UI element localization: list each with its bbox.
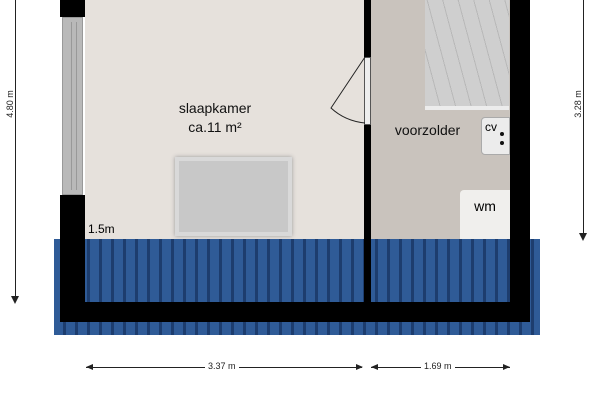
- room-area-slaapkamer: ca.11 m²: [188, 119, 242, 135]
- door: [364, 57, 371, 125]
- arrow-down-icon: [11, 296, 19, 304]
- arrow-left-icon: [371, 364, 378, 370]
- wm-label: wm: [474, 198, 496, 214]
- arrow-left-icon: [86, 364, 93, 370]
- window: [62, 17, 83, 195]
- room-name-slaapkamer: slaapkamer: [178, 100, 252, 116]
- arrow-down-icon: [579, 233, 587, 241]
- room-name-voorzolder: voorzolder: [394, 122, 461, 138]
- cv-boiler: cv: [481, 117, 510, 155]
- left-height-label: 4.80 m: [4, 87, 15, 121]
- right-dimension-line: [583, 0, 584, 236]
- middle-wall-top: [364, 0, 371, 57]
- arrow-right-icon: [503, 364, 510, 370]
- left-wall-bottom: [60, 195, 85, 322]
- cv-label: cv: [485, 120, 497, 134]
- middle-wall-bottom: [364, 125, 371, 302]
- left-wall-top: [60, 0, 85, 17]
- bottom-wall: [60, 302, 530, 322]
- bed: [175, 157, 292, 236]
- width-voorzolder-label: 1.69 m: [421, 361, 455, 371]
- width-slaapkamer-label: 3.37 m: [205, 361, 239, 371]
- arrow-right-icon: [356, 364, 363, 370]
- washing-machine: wm: [460, 190, 510, 239]
- knee-height-label: 1.5m: [88, 222, 115, 236]
- staircase: [425, 0, 509, 110]
- door-swing-icon: [330, 56, 366, 124]
- right-height-label: 3.28 m: [572, 87, 583, 121]
- right-wall: [510, 0, 530, 322]
- left-dimension-line: [15, 0, 16, 298]
